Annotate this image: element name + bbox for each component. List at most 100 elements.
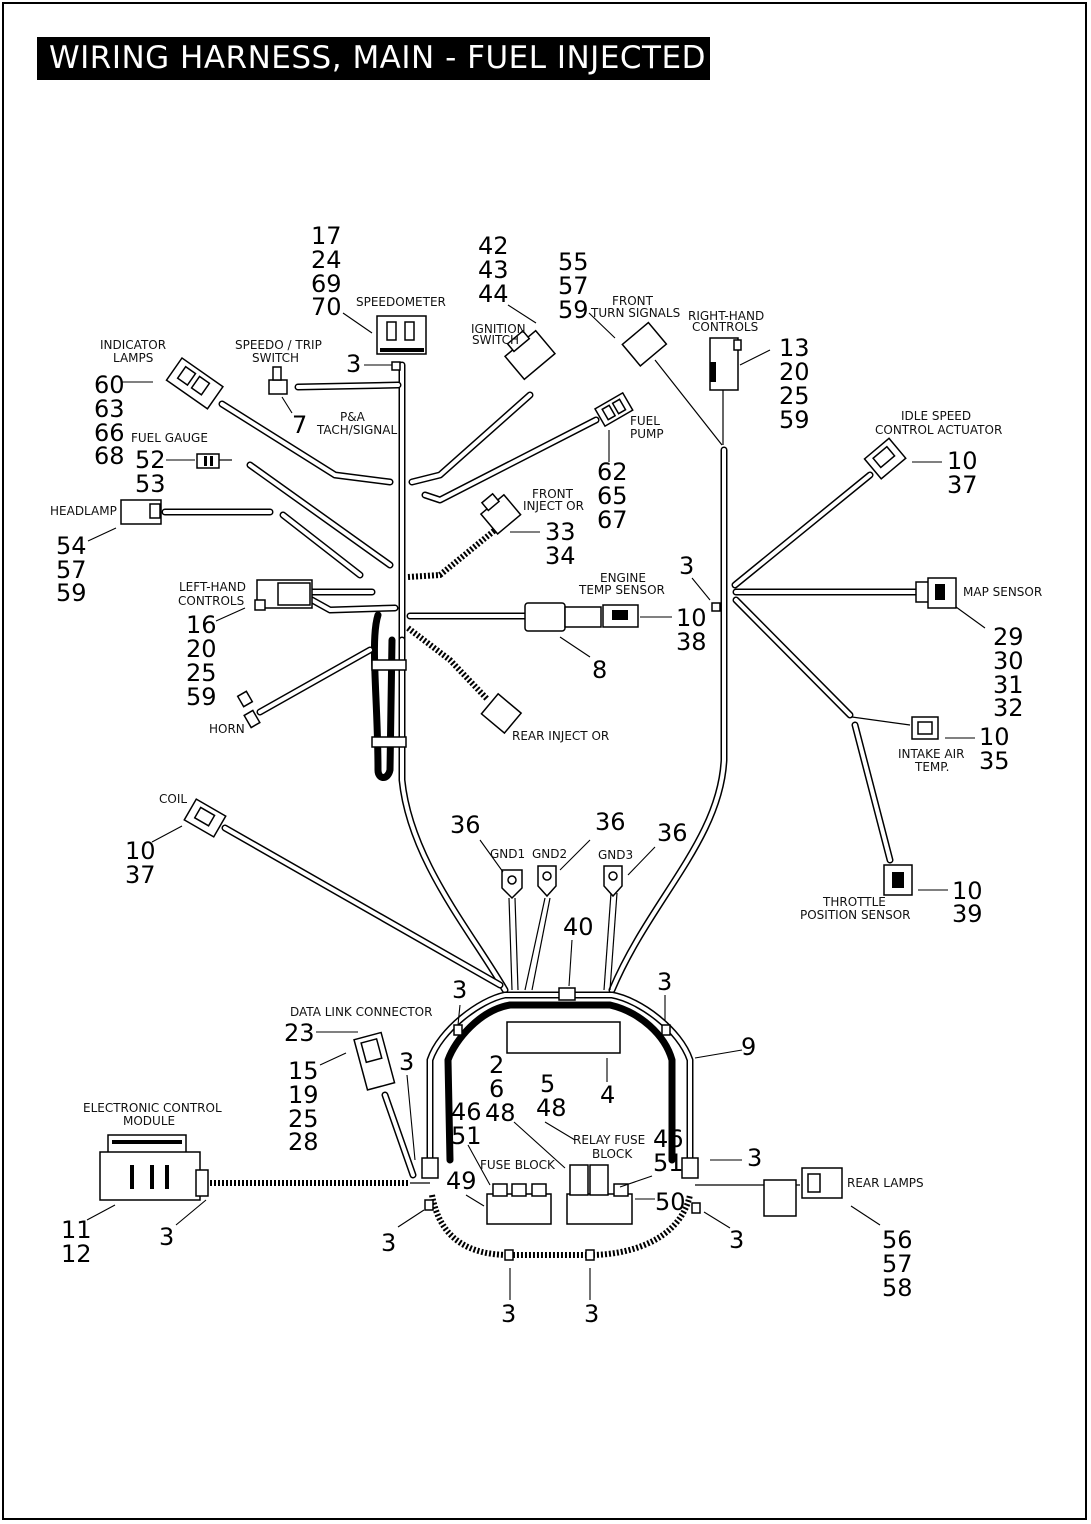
callout-3-lower-right: 3 — [729, 1226, 744, 1254]
label-intake-2: TEMP. — [914, 760, 949, 774]
label-indicator-2: LAMPS — [113, 351, 153, 365]
callout-36-gnd1: 36 — [450, 811, 481, 839]
callout-speedo-2: 24 — [311, 246, 342, 274]
callout-4: 4 — [600, 1081, 615, 1109]
callout-3-loop-left: 3 — [452, 976, 467, 1004]
callout-40: 40 — [563, 913, 594, 941]
callout-head-3: 59 — [56, 579, 87, 607]
callout-ign-2: 43 — [478, 256, 509, 284]
tie-wrap-loop-right — [661, 1024, 671, 1036]
callout-iat-2: 35 — [979, 747, 1010, 775]
callout-pump-1: 62 — [597, 458, 628, 486]
label-ecm-2: MODULE — [123, 1114, 175, 1128]
callout-coil-2: 37 — [125, 861, 156, 889]
label-map-sensor: MAP SENSOR — [963, 585, 1042, 599]
label-coil: COIL — [159, 792, 187, 806]
label-throttle-2: POSITION SENSOR — [800, 908, 911, 922]
label-fuel-pump-1: FUEL — [630, 414, 660, 428]
page-title: WIRING HARNESS, MAIN - FUEL INJECTED — [49, 40, 706, 76]
callout-rear-2: 57 — [882, 1250, 913, 1278]
fuel-gauge-connector — [196, 453, 232, 469]
callout-8: 8 — [592, 656, 607, 684]
callout-23: 23 — [284, 1019, 315, 1047]
map-sensor-connector — [915, 577, 957, 609]
label-fuse-block: FUSE BLOCK — [480, 1158, 556, 1172]
callout-36-gnd3: 36 — [657, 819, 688, 847]
callout-rh-2: 20 — [779, 358, 810, 386]
rear-lamps-connector — [763, 1167, 843, 1217]
callout-tps-1: 10 — [952, 877, 983, 905]
callout-49: 49 — [446, 1167, 477, 1195]
callout-9: 9 — [741, 1033, 756, 1061]
fuse-block — [486, 1183, 552, 1225]
label-front-turn-2: TURN SIGNALS — [590, 306, 680, 320]
leader-lines — [86, 304, 986, 1300]
idle-speed-actuator-connector — [863, 437, 907, 480]
headlamp-connector — [120, 499, 162, 525]
callout-turn-1: 55 — [558, 248, 589, 276]
engine-temp-sensor — [524, 602, 639, 632]
fuel-pump-connector — [593, 391, 634, 428]
callout-fusel-3: 48 — [485, 1099, 516, 1127]
callout-3-loop-right: 3 — [657, 968, 672, 996]
callout-36-gnd2: 36 — [595, 808, 626, 836]
label-front-injector-2: INJECT OR — [523, 499, 584, 513]
callout-coil-1: 10 — [125, 837, 156, 865]
callout-turn-3: 59 — [558, 296, 589, 324]
callout-fg-2: 53 — [135, 470, 166, 498]
intake-air-temp-connector — [911, 716, 939, 740]
label-intake-1: INTAKE AIR — [898, 747, 964, 761]
callout-finj-2: 34 — [545, 542, 576, 570]
callout-map-4: 32 — [993, 694, 1024, 722]
callout-map-3: 31 — [993, 671, 1024, 699]
label-indicator-1: INDICATOR — [100, 338, 166, 352]
callout-ind-1: 60 — [94, 371, 125, 399]
loop-connector-right — [681, 1157, 699, 1179]
callout-relay-1: 5 — [540, 1070, 555, 1098]
label-ecm-1: ELECTRONIC CONTROL — [83, 1101, 222, 1115]
tie-wrap-lower-right — [691, 1202, 701, 1214]
label-relay-2: BLOCK — [592, 1147, 633, 1161]
label-gnd1: GND1 — [490, 847, 525, 861]
horn-connector — [236, 690, 261, 729]
callout-head-2: 57 — [56, 556, 87, 584]
rear-injector-connector — [480, 692, 523, 735]
callout-ign-3: 44 — [478, 280, 509, 308]
callout-ind-2: 63 — [94, 395, 125, 423]
label-fuel-gauge: FUEL GAUGE — [131, 431, 208, 445]
callout-rear-1: 56 — [882, 1226, 913, 1254]
label-rh-controls-1: RIGHT-HAND — [688, 309, 764, 323]
label-gnd2: GND2 — [532, 847, 567, 861]
callout-lh-2: 20 — [186, 635, 217, 663]
callout-3-bottom-right: 3 — [584, 1300, 599, 1328]
tie-wrap-loop-left — [453, 1024, 463, 1036]
callout-fusel-2: 6 — [489, 1075, 504, 1103]
callout-pump-2: 65 — [597, 482, 628, 510]
callout-map-1: 29 — [993, 623, 1024, 651]
label-fuel-pump-2: PUMP — [630, 427, 664, 441]
label-data-link: DATA LINK CONNECTOR — [290, 1005, 432, 1019]
tie-wrap-right — [711, 602, 721, 612]
gnd1-ring — [501, 869, 523, 900]
throttle-position-connector — [883, 864, 913, 896]
coil-connector — [183, 798, 227, 838]
callout-relay-2: 48 — [536, 1094, 567, 1122]
callout-ecm-2: 12 — [61, 1240, 92, 1268]
callout-pump-3: 67 — [597, 506, 628, 534]
label-ignition-2: SWITCH — [472, 333, 519, 347]
callout-3-right: 3 — [679, 552, 694, 580]
callout-fuse-2: 51 — [451, 1122, 482, 1150]
label-speedo-trip-2: SWITCH — [252, 351, 299, 365]
callout-head-1: 54 — [56, 532, 87, 560]
speedometer-connector — [376, 315, 427, 355]
label-rh-controls-2: CONTROLS — [692, 320, 758, 334]
callout-3-dlc: 3 — [399, 1048, 414, 1076]
label-headlamp: HEADLAMP — [50, 504, 117, 518]
indicator-lamps-connector — [165, 356, 224, 410]
callout-dlc-4: 28 — [288, 1128, 319, 1156]
gnd3-ring — [603, 865, 623, 898]
callout-map-2: 30 — [993, 647, 1024, 675]
label-engine-temp-2: TEMP SENSOR — [578, 583, 665, 597]
